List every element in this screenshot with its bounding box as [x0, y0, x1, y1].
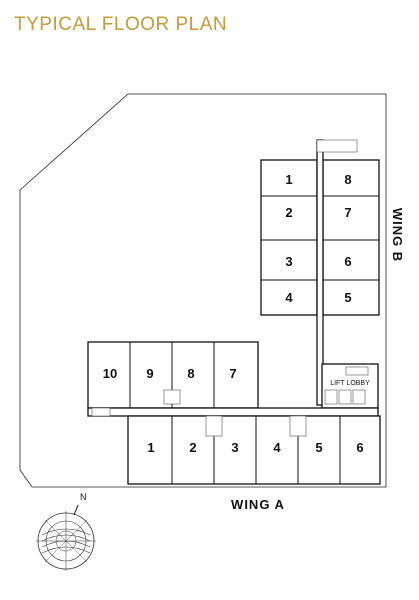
- compass-icon: [36, 504, 96, 571]
- wing-a-unit-9: 9: [146, 366, 153, 381]
- wing-a-unit-6: 6: [356, 440, 363, 455]
- wing-a-label: WING A: [231, 497, 285, 512]
- plan-title: TYPICAL FLOOR PLAN: [14, 14, 228, 35]
- wing-a-unit-7: 7: [229, 366, 236, 381]
- wing-a-unit-1: 1: [147, 440, 154, 455]
- wing-b-unit-8: 8: [344, 172, 351, 187]
- wing-a-unit-10: 10: [103, 366, 117, 381]
- wing-a-unit-2: 2: [189, 440, 196, 455]
- wing-b-block: [260, 139, 380, 406]
- wing-b-label: WING B: [390, 208, 405, 262]
- wing-a-unit-3: 3: [231, 440, 238, 455]
- wing-b-unit-6: 6: [344, 254, 351, 269]
- wing-a-lower-block: [127, 415, 381, 485]
- lift-lobby-block: [321, 363, 379, 409]
- wing-b-unit-1: 1: [285, 172, 292, 187]
- wing-b-unit-3: 3: [285, 254, 292, 269]
- wing-b-unit-7: 7: [344, 205, 351, 220]
- wing-a-unit-5: 5: [315, 440, 322, 455]
- wing-b-unit-5: 5: [344, 290, 351, 305]
- wing-a-unit-4: 4: [273, 440, 281, 455]
- site-boundary: [19, 93, 387, 488]
- wing-a-unit-8: 8: [187, 366, 194, 381]
- wing-b-unit-4: 4: [285, 290, 293, 305]
- corridor: [87, 407, 379, 417]
- compass-north-label: N: [80, 492, 87, 502]
- lift-lobby-label: LIFT LOBBY: [330, 380, 370, 387]
- wing-b-unit-2: 2: [285, 205, 292, 220]
